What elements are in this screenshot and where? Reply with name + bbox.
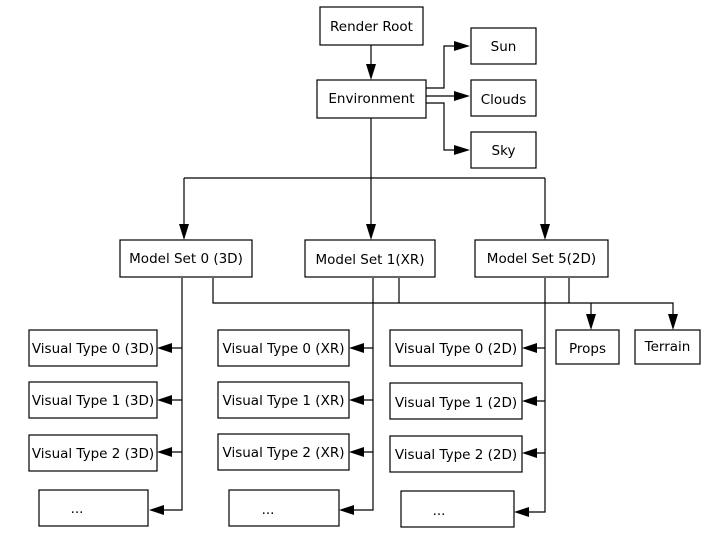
node-more-xr: ...: [228, 489, 340, 527]
node-sun: Sun: [470, 27, 537, 65]
arrowhead-props: [586, 314, 596, 330]
arrowhead-vt2-3d: [157, 447, 172, 457]
node-model-set-5: Model Set 5(2D): [474, 239, 609, 278]
node-model-set-0-label: Model Set 0 (3D): [129, 251, 243, 267]
node-visual-type-0-3d: Visual Type 0 (3D): [28, 329, 158, 367]
arrowhead-more-xr: [339, 505, 354, 515]
node-visual-type-0-2d-label: Visual Type 0 (2D): [395, 341, 517, 357]
arrowhead-sun: [454, 41, 470, 51]
node-visual-type-1-3d: Visual Type 1 (3D): [28, 381, 158, 419]
node-visual-type-1-3d-label: Visual Type 1 (3D): [32, 393, 154, 409]
node-more-xr-label: ...: [262, 502, 275, 518]
node-more-2d: ...: [400, 490, 515, 528]
edge-model-set-1-visual-types: [347, 278, 374, 511]
arrowhead-more-2d: [514, 507, 529, 517]
node-visual-type-1-xr-label: Visual Type 1 (XR): [223, 393, 345, 409]
node-sky: Sky: [470, 131, 537, 169]
arrowhead-sky: [454, 145, 470, 155]
node-more-3d: ...: [38, 489, 149, 527]
node-visual-type-0-3d-label: Visual Type 0 (3D): [32, 341, 154, 357]
arrowhead-more-3d: [149, 505, 164, 515]
arrowhead-vt1-xr: [349, 395, 364, 405]
arrowhead-vt2-2d: [522, 448, 537, 458]
node-visual-type-1-2d: Visual Type 1 (2D): [389, 382, 523, 420]
node-model-set-0: Model Set 0 (3D): [119, 239, 253, 278]
edge-environment-model-sets: [183, 118, 546, 232]
node-clouds: Clouds: [470, 79, 537, 117]
node-visual-type-2-2d: Visual Type 2 (2D): [389, 435, 523, 473]
node-more-2d-label: ...: [433, 503, 446, 519]
node-visual-type-0-xr-label: Visual Type 0 (XR): [223, 341, 345, 357]
arrowhead-vt0-2d: [522, 343, 537, 353]
node-terrain: Terrain: [634, 329, 701, 365]
arrowhead-model-set-0: [179, 224, 189, 240]
edge-environment-sky: [426, 102, 462, 151]
arrowhead-environment: [366, 64, 376, 80]
node-sun-label: Sun: [491, 39, 517, 55]
arrowhead-terrain: [668, 314, 678, 330]
node-visual-type-1-2d-label: Visual Type 1 (2D): [395, 395, 517, 411]
node-render-root-label: Render Root: [330, 19, 413, 35]
edge-model-sets-props-terrain: [212, 278, 674, 322]
node-more-3d-label: ...: [71, 501, 84, 517]
node-visual-type-1-xr: Visual Type 1 (XR): [217, 381, 350, 419]
edge-environment-sun: [426, 45, 462, 89]
node-render-root: Render Root: [319, 6, 424, 46]
connectors: [149, 41, 678, 517]
node-visual-type-0-2d: Visual Type 0 (2D): [389, 329, 523, 367]
node-environment: Environment: [316, 79, 427, 119]
arrowhead-vt2-xr: [349, 447, 364, 457]
edge-model-set-0-visual-types: [157, 278, 183, 511]
node-model-set-5-label: Model Set 5(2D): [487, 251, 596, 267]
node-props: Props: [555, 329, 620, 365]
node-visual-type-2-xr-label: Visual Type 2 (XR): [223, 445, 345, 461]
arrowhead-model-set-1: [366, 224, 376, 240]
node-model-set-1-label: Model Set 1(XR): [315, 252, 424, 268]
arrowhead-vt1-2d: [522, 396, 537, 406]
edge-model-set-5-visual-types: [527, 278, 546, 513]
node-visual-type-2-xr: Visual Type 2 (XR): [217, 433, 350, 471]
node-model-set-1: Model Set 1(XR): [304, 239, 436, 278]
arrowhead-vt1-3d: [157, 395, 172, 405]
node-sky-label: Sky: [492, 143, 516, 159]
node-visual-type-2-2d-label: Visual Type 2 (2D): [395, 447, 517, 463]
nodes: Render Root Environment Sun Clouds Sky M…: [28, 6, 701, 528]
node-visual-type-2-3d-label: Visual Type 2 (3D): [32, 446, 154, 462]
node-props-label: Props: [569, 341, 606, 357]
node-visual-type-0-xr: Visual Type 0 (XR): [217, 329, 350, 367]
arrowhead-vt0-3d: [157, 343, 172, 353]
node-clouds-label: Clouds: [481, 92, 527, 108]
arrowhead-model-set-5: [540, 224, 550, 240]
node-terrain-label: Terrain: [644, 339, 691, 355]
node-visual-type-2-3d: Visual Type 2 (3D): [28, 434, 158, 472]
arrowhead-vt0-xr: [349, 343, 364, 353]
node-environment-label: Environment: [328, 91, 414, 107]
arrowhead-clouds: [454, 91, 470, 101]
